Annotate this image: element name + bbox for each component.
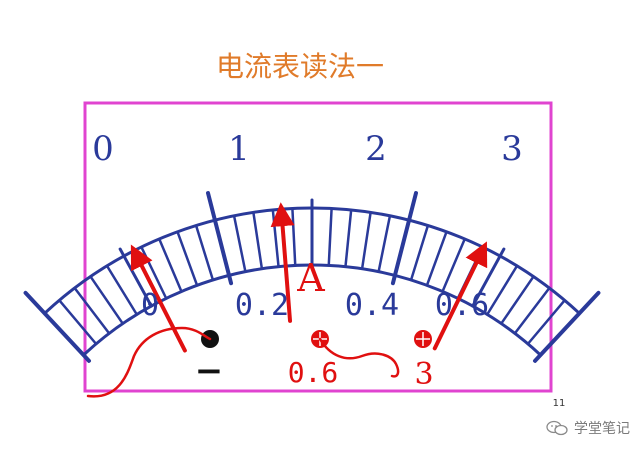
minor-tick (232, 214, 247, 273)
major-tick (206, 191, 234, 286)
lower-scale-label-1: 0.2 (235, 288, 289, 323)
major-tick (533, 290, 601, 363)
minor-tick (485, 264, 519, 316)
minor-tick (526, 299, 566, 346)
upper-scale-label-1: 1 (228, 129, 250, 169)
minor-tick (327, 207, 333, 267)
upper-scale-label-0: 0 (92, 129, 114, 169)
high-terminal-label: 3 (414, 357, 433, 392)
major-tick (23, 290, 91, 363)
slide-frame (83, 101, 553, 393)
half-tick (471, 247, 506, 308)
slide-title: 电流表读法一 (216, 50, 384, 83)
chat-bubble-icon (546, 420, 568, 436)
page-number: 11 (553, 398, 566, 409)
minor-tick (158, 237, 183, 293)
minor-tick (89, 275, 124, 325)
upper-scale-label-3: 3 (501, 129, 523, 169)
minor-tick (409, 224, 430, 282)
high-terminal (414, 330, 432, 348)
minor-tick (500, 275, 535, 325)
watermark: 学堂笔记 (546, 418, 630, 438)
minor-tick (271, 208, 280, 268)
needle-3 (432, 241, 488, 351)
minor-tick (513, 286, 551, 335)
minor-tick (105, 264, 139, 316)
unit-label: A (296, 256, 325, 300)
minor-tick (252, 211, 264, 271)
needle-2 (270, 202, 295, 323)
dial-scale (23, 191, 601, 363)
major-tick (390, 191, 418, 286)
watermark-text: 学堂笔记 (574, 421, 630, 437)
mid-terminal-label: 0.6 (288, 356, 339, 389)
minor-tick (425, 230, 448, 287)
negative-wire (86, 326, 212, 398)
minor-tick (291, 207, 297, 267)
needles (130, 202, 488, 353)
lower-scale-label-0: 0 (141, 288, 159, 323)
minor-tick (73, 286, 111, 335)
mid-wire (318, 337, 400, 378)
negative-sign: − (195, 351, 224, 391)
minor-tick (377, 214, 392, 273)
needle-1 (130, 244, 187, 353)
minor-tick (194, 224, 215, 282)
lower-scale-label-3: 0.6 (435, 288, 489, 323)
minor-tick (441, 237, 466, 293)
minor-tick (58, 299, 98, 346)
minor-tick (176, 230, 199, 287)
lower-scale-label-2: 0.4 (345, 288, 399, 323)
half-tick (118, 247, 153, 308)
minor-tick (360, 211, 372, 271)
upper-scale-label-2: 2 (365, 129, 387, 169)
minor-tick (344, 208, 353, 268)
